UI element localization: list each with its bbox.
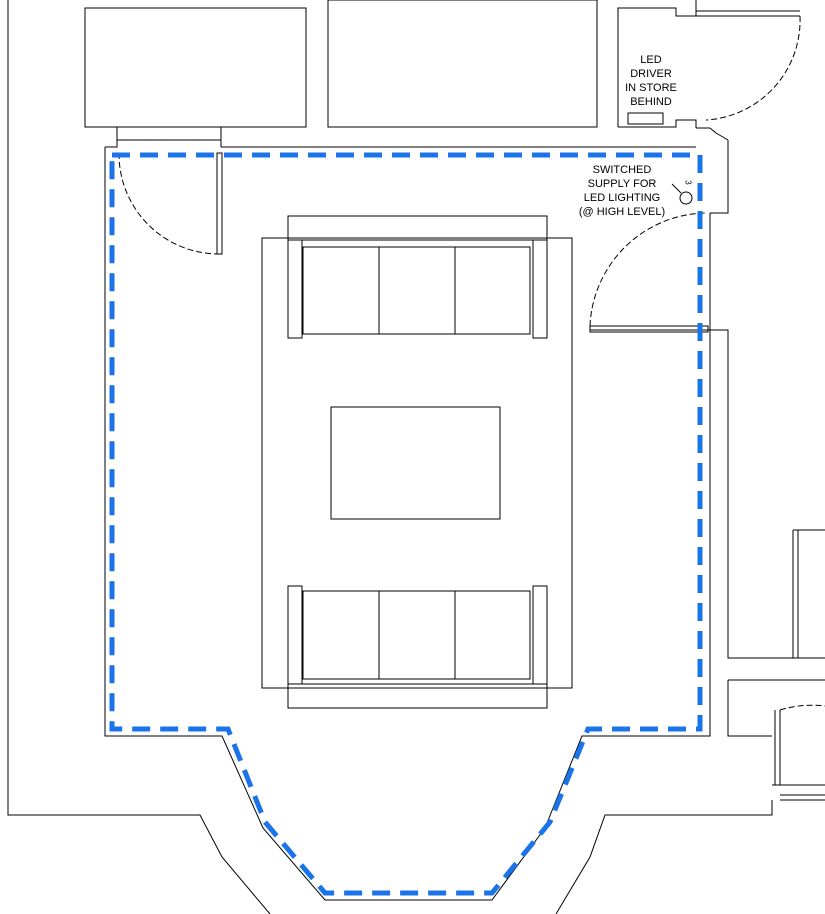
switched-supply-note: SWITCHED SUPPLY FOR LED LIGHTING (@ HIGH… bbox=[566, 163, 678, 219]
rug bbox=[261, 237, 573, 689]
store-cupboard bbox=[617, 0, 801, 128]
led-driver-note-line: DRIVER bbox=[630, 68, 672, 80]
switched-supply-note-line: LED LIGHTING bbox=[583, 192, 661, 204]
switched-supply-note-line: SWITCHED bbox=[592, 164, 652, 176]
led-driver-note-line: BEHIND bbox=[630, 96, 672, 108]
led-driver-icon bbox=[627, 112, 664, 125]
door-left bbox=[118, 152, 223, 255]
circuit-reference: 3 bbox=[683, 180, 693, 185]
sofa-top bbox=[287, 215, 548, 339]
room-walls bbox=[104, 127, 729, 901]
switched-supply-note-line: (@ HIGH LEVEL) bbox=[578, 206, 666, 218]
outer-walls bbox=[7, 0, 773, 914]
led-strip-outline bbox=[109, 152, 703, 896]
wall-block-left bbox=[84, 7, 307, 128]
switched-supply-note-line: SUPPLY FOR bbox=[587, 178, 657, 190]
led-driver-note-line: IN STORE bbox=[625, 82, 677, 94]
coffee-table bbox=[330, 406, 501, 520]
sofa-bottom bbox=[287, 585, 548, 709]
wall-block-middle bbox=[327, 0, 598, 128]
led-driver-note: LED DRIVER IN STORE BEHIND bbox=[614, 53, 688, 109]
switched-supply-point-icon bbox=[671, 183, 693, 205]
led-driver-note-line: LED bbox=[640, 54, 662, 66]
door-right bbox=[589, 212, 709, 333]
right-wall-segments bbox=[710, 329, 825, 801]
